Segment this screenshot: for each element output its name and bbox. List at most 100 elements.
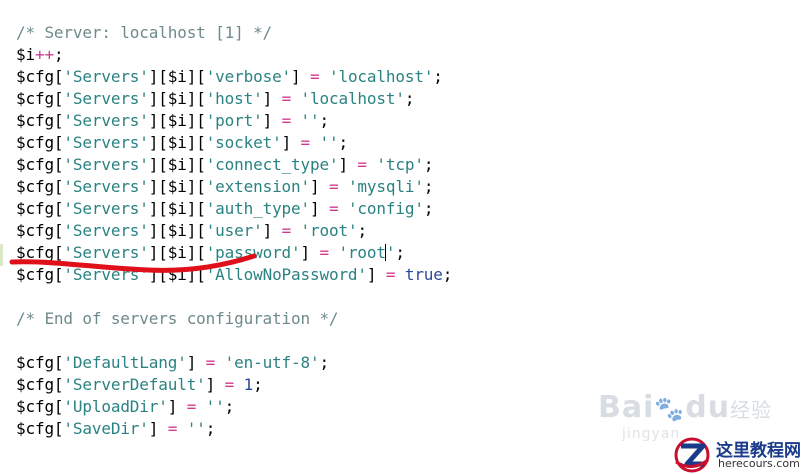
operator-token: = (357, 155, 367, 174)
code-text[interactable]: /* Server: localhost [1] */$i++;$cfg['Se… (16, 22, 452, 440)
code-token: ][$i][ (148, 265, 206, 284)
string-token: '' (319, 133, 339, 152)
line-change-marker (0, 244, 3, 266)
operator-token: = (300, 133, 311, 152)
code-token (338, 199, 347, 218)
site-logo[interactable]: 这里教程网 herecours.com (672, 434, 812, 474)
keyword-token: true (404, 265, 443, 284)
string-token: 'port' (205, 111, 263, 130)
text-cursor (385, 244, 387, 261)
string-token: 'extension' (205, 177, 310, 196)
code-token (196, 397, 205, 416)
string-token: 'AllowNoPassword' (205, 265, 367, 284)
code-line[interactable]: $cfg['Servers'][$i]['connect_type'] = 't… (16, 154, 452, 176)
code-token (291, 111, 300, 130)
operator-token: = (328, 199, 339, 218)
code-line[interactable]: $cfg['Servers'][$i]['AllowNoPassword'] =… (16, 264, 452, 286)
code-token: $cfg[ (16, 199, 64, 218)
code-token: ; (338, 133, 348, 152)
code-line[interactable] (16, 330, 452, 352)
string-token: 'localhost' (328, 67, 434, 86)
code-token: ] (148, 419, 168, 438)
code-line[interactable]: $cfg['Servers'][$i]['port'] = ''; (16, 110, 452, 132)
baidu-watermark: Bai🐾du经验 jingyan (598, 390, 778, 442)
code-token: $cfg[ (16, 265, 64, 284)
string-token: 'Servers' (63, 177, 149, 196)
code-token: ][$i][ (148, 111, 206, 130)
code-line[interactable]: $cfg['SaveDir'] = ''; (16, 418, 452, 440)
comment-token: /* End of servers configuration */ (16, 309, 339, 328)
watermark-brand: Bai🐾du经验 (598, 390, 773, 425)
string-token: 'Servers' (63, 221, 149, 240)
code-line[interactable]: $cfg['Servers'][$i]['socket'] = ''; (16, 132, 452, 154)
code-token: $i (16, 45, 35, 64)
code-token: $cfg[ (16, 111, 64, 130)
code-token: ] (262, 89, 282, 108)
code-token: ] (262, 221, 282, 240)
string-token: 'en-utf-8' (224, 353, 320, 372)
code-token: ] (281, 133, 301, 152)
code-line[interactable]: /* Server: localhost [1] */ (16, 22, 452, 44)
code-line[interactable]: $cfg['Servers'][$i]['auth_type'] = 'conf… (16, 198, 452, 220)
code-token: ] (291, 67, 311, 86)
string-token: 'root (338, 243, 386, 262)
code-token (310, 133, 319, 152)
code-line[interactable]: $cfg['ServerDefault'] = 1; (16, 374, 452, 396)
code-token: $cfg[ (16, 221, 64, 240)
code-line[interactable]: $cfg['Servers'][$i]['verbose'] = 'localh… (16, 66, 452, 88)
string-token: 'SaveDir' (63, 419, 149, 438)
string-token: 'config' (347, 199, 424, 218)
code-token: ; (423, 199, 434, 218)
string-token: 'ServerDefault' (63, 375, 206, 394)
site-domain: herecours.com (718, 457, 800, 470)
operator-token: = (281, 111, 292, 130)
code-token: ; (253, 375, 263, 394)
string-token: 'Servers' (63, 67, 149, 86)
code-line[interactable]: $cfg['Servers'][$i]['extension'] = 'mysq… (16, 176, 452, 198)
string-token: 'verbose' (205, 67, 292, 86)
code-token (291, 89, 300, 108)
code-token: $cfg[ (16, 67, 64, 86)
string-token: 'auth_type' (205, 199, 310, 218)
code-token: ][$i][ (148, 243, 206, 262)
code-line[interactable]: $cfg['Servers'][$i]['user'] = 'root'; (16, 220, 452, 242)
string-token: 'Servers' (63, 155, 149, 174)
code-token: ; (423, 155, 434, 174)
code-token: ][$i][ (148, 177, 206, 196)
code-token: ; (319, 353, 329, 372)
string-token: '' (300, 111, 320, 130)
operator-token: = (310, 67, 320, 86)
code-line[interactable]: $cfg['UploadDir'] = ''; (16, 396, 452, 418)
string-token: 'Servers' (63, 265, 149, 284)
site-name: 这里教程网 (716, 441, 801, 461)
code-line[interactable]: $cfg['Servers'][$i]['password'] = 'root'… (16, 242, 452, 264)
code-token: ] (366, 265, 386, 284)
code-line[interactable] (16, 286, 452, 308)
string-token: 'UploadDir' (63, 397, 168, 416)
code-token (177, 419, 186, 438)
code-token: $cfg[ (16, 177, 64, 196)
code-token: $cfg[ (16, 155, 64, 174)
code-token: $cfg[ (16, 419, 64, 438)
code-token (215, 353, 224, 372)
code-token (291, 221, 300, 240)
operator-token: = (186, 397, 197, 416)
number-token: 1 (243, 375, 254, 394)
string-token: 'localhost' (300, 89, 405, 108)
code-token: $cfg[ (16, 133, 64, 152)
code-line[interactable]: $cfg['DefaultLang'] = 'en-utf-8'; (16, 352, 452, 374)
code-line[interactable]: $i++; (16, 44, 452, 66)
code-token: ][$i][ (148, 67, 206, 86)
code-line[interactable]: /* End of servers configuration */ (16, 308, 452, 330)
string-token: '' (205, 397, 225, 416)
string-token: 'tcp' (376, 155, 424, 174)
string-token: 'user' (205, 221, 263, 240)
code-token (395, 265, 404, 284)
code-token: ] (262, 111, 282, 130)
code-token: ; (395, 243, 405, 262)
string-token: 'Servers' (63, 133, 149, 152)
code-token: ] (310, 177, 329, 196)
code-line[interactable]: $cfg['Servers'][$i]['host'] = 'localhost… (16, 88, 452, 110)
string-token: ' (385, 243, 396, 262)
